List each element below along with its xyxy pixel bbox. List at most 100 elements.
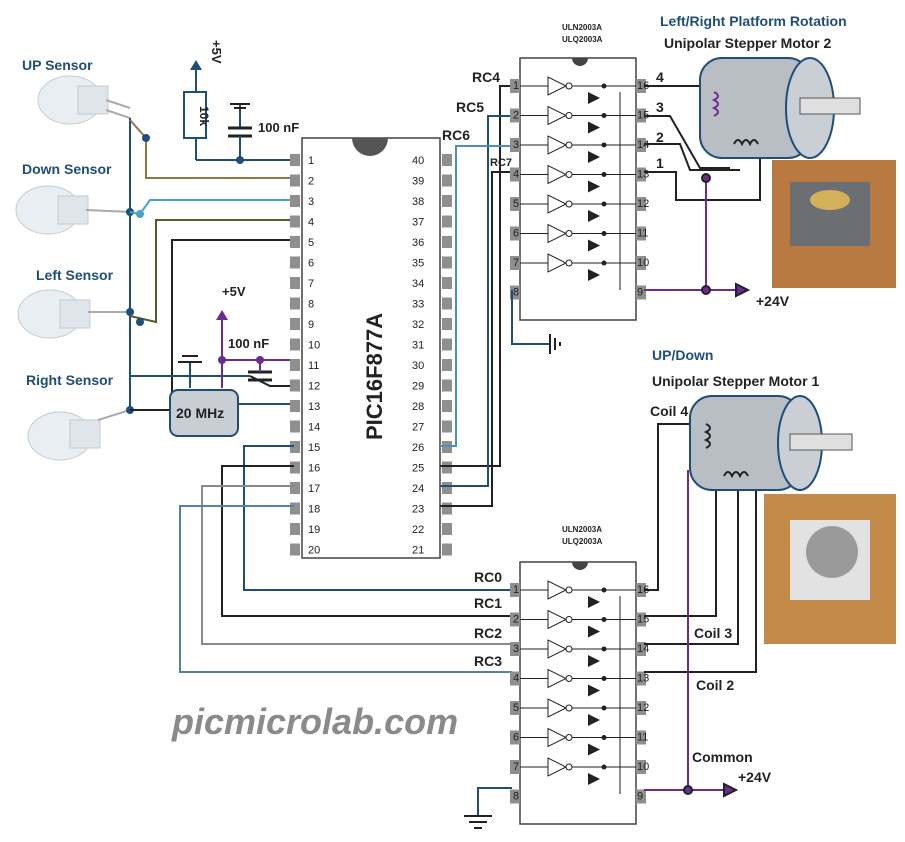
clamp-diode [588,180,600,193]
coil3-label: Coil 3 [694,625,732,641]
driver-pin [510,256,520,270]
driver-pin [636,197,646,211]
driver-pin [636,612,646,627]
mcu-pin [290,379,300,392]
driver-pin [636,256,646,270]
driver-pin [510,167,520,182]
driver-pin [636,789,646,804]
bottom-input-rc3: RC3 [474,653,502,669]
mcu-pin-number: 1 [308,155,314,167]
driver-pin [510,789,520,804]
top-output-3: 3 [656,99,664,115]
mcu-pin [442,256,452,269]
top-output-1: 1 [656,155,664,171]
clamp-diode [588,596,600,608]
mcu-pin [290,154,300,166]
mcu-pin-number: 7 [308,278,314,290]
cap-mid-label: 100 nF [228,336,269,351]
clamp-diode [588,625,600,638]
mcu-pin-number: 3 [308,196,314,208]
mcu-pin-number: 23 [412,504,424,516]
driver-pin-number: 16 [637,584,649,596]
clamp-diode [588,92,600,104]
plus5-top-label: +5V [209,40,224,64]
junction-dot [601,617,607,622]
motor2-body [699,57,861,159]
motor1-body [689,395,853,491]
buffer-gate [547,639,568,659]
mcu-pin-number: 17 [308,483,320,495]
driver-pin [636,760,646,774]
bottom-driver-chip [519,561,637,825]
mcu-pin [442,154,452,166]
mcu-pin-number: 9 [308,319,314,331]
driver-pin-number: 10 [637,257,649,269]
mcu-pin-number: 8 [308,299,314,311]
mcu-pin-number: 26 [412,442,424,454]
clamp-diode [588,210,600,222]
motor2-subtitle: Unipolar Stepper Motor 2 [664,35,831,51]
driver-pin-number: 4 [513,673,519,685]
mcu-pin [290,215,300,228]
driver-pin [636,730,646,745]
mcu-pin-number: 12 [308,381,320,393]
mcu-chip [301,137,441,559]
mcu-pin-number: 21 [412,545,424,557]
bottom-input-rc0: RC0 [474,569,502,585]
inverter-bubble [565,763,573,771]
junction-dot [601,705,607,711]
mcu-pin [290,441,300,453]
driver-pin-number: 16 [637,80,649,92]
mcu-pin [442,379,452,392]
mcu-pin [442,461,452,474]
mcu-pin [290,256,300,269]
driver-pin [510,79,520,93]
mcu-pin [442,400,452,412]
driver-pin-number: 9 [637,287,643,299]
mcu-pin-number: 19 [308,524,320,536]
mcu-pin [442,236,452,248]
clamp-diode [588,655,600,667]
mcu-pin [290,482,300,494]
mcu-pin-number: 27 [412,422,424,434]
driver-pin [510,671,520,686]
clamp-diode [588,151,600,163]
mcu-pin-number: 5 [308,237,314,249]
mcu-pin [290,523,300,535]
driver-pin [510,701,520,715]
mcu-pin-number: 36 [412,237,424,249]
top-input-rc7: RC7 [490,157,512,169]
mcu-pin-number: 11 [308,360,319,372]
junction-dot [601,735,607,740]
mcu-pin-number: 39 [412,176,424,188]
driver-pin [510,642,520,656]
right-sensor-label: Right Sensor [26,372,114,388]
sensor-wiring [126,118,294,414]
right-sensor-led [27,409,131,461]
top-output-4: 4 [656,69,664,85]
top-input-rc5: RC5 [456,99,484,115]
junction-dot [601,764,607,770]
mcu-pin-number: 25 [412,463,424,475]
crystal-label: 20 MHz [176,405,224,421]
mcu-to-top-driver-wires [440,85,512,507]
mcu-pin-number: 14 [308,422,320,434]
bottom-driver-ground [464,787,512,829]
buffer-gate [547,194,568,214]
bottom-input-rc1: RC1 [474,595,502,611]
mcu-pin [442,502,452,515]
driver-pin [510,612,520,627]
common-label: Common [692,749,753,765]
junction-dot [601,646,607,652]
cap-top-label: 100 nF [258,120,299,135]
mcu-pin-number: 40 [412,155,424,167]
driver-pin [636,108,646,123]
driver-pin-number: 14 [637,139,649,151]
driver-pin-number: 11 [637,732,648,744]
mcu-pin-number: 10 [308,340,320,352]
buffer-gate [547,253,568,273]
